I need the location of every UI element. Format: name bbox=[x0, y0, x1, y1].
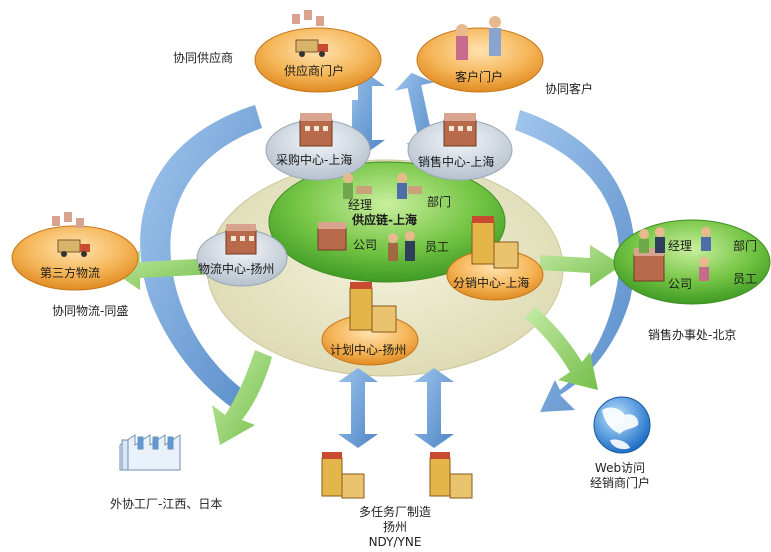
collab-customer-caption: 协同客户 bbox=[545, 82, 594, 96]
customer-portal-node bbox=[416, 27, 544, 93]
supply-chain-company: 公司 bbox=[353, 238, 378, 252]
arrow-to-sales-office bbox=[540, 245, 622, 287]
multi-task-factory-line1: 多任务厂制造 bbox=[358, 505, 431, 519]
building-icon bbox=[317, 222, 347, 251]
truck-icon bbox=[52, 212, 90, 257]
web-access-line2: 经销商门户 bbox=[589, 476, 650, 490]
supply-chain-hub bbox=[268, 161, 506, 283]
sales-office-company: 公司 bbox=[668, 277, 693, 291]
supply-chain-label: 供应链-上海 bbox=[352, 213, 417, 227]
third-party-logistics-node bbox=[11, 225, 139, 291]
tower-building-icon bbox=[321, 452, 365, 499]
building-icon bbox=[443, 113, 477, 147]
cycle-arrow-left bbox=[140, 105, 262, 410]
arrow-to-web bbox=[525, 307, 598, 390]
distribution-center-label: 分销中心-上海 bbox=[453, 276, 530, 290]
supplier-portal-node bbox=[254, 27, 382, 93]
sales-office-manager: 经理 bbox=[668, 239, 693, 253]
multi-task-factory-line2: 扬州 bbox=[382, 520, 407, 534]
sales-center-label: 销售中心-上海 bbox=[418, 155, 495, 169]
people-icon bbox=[388, 231, 415, 261]
tower-building-icon bbox=[471, 216, 519, 269]
customer-portal-label: 客户门户 bbox=[455, 70, 504, 84]
sales-office-staff: 员工 bbox=[733, 272, 758, 286]
factory-icon bbox=[119, 434, 181, 471]
supply-chain-manager: 经理 bbox=[348, 198, 373, 212]
supplier-portal-label: 供应商门户 bbox=[284, 64, 345, 78]
cycle-arrow-right bbox=[515, 110, 636, 412]
logistics-center-label: 物流中心-扬州 bbox=[198, 262, 275, 276]
truck-icon bbox=[292, 10, 328, 57]
sales-office-department: 部门 bbox=[733, 239, 758, 253]
planning-center-label: 计划中心-扬州 bbox=[330, 343, 407, 357]
building-icon bbox=[225, 224, 257, 255]
procurement-center-label: 采购中心-上海 bbox=[276, 153, 353, 167]
people-icon bbox=[397, 173, 422, 199]
multi-task-factory-caption: 多任务厂制造 扬州 NDY/YNE bbox=[350, 505, 440, 550]
sales-office-caption: 销售办事处-北京 bbox=[648, 328, 737, 342]
web-access-caption: Web访问 经销商门户 bbox=[560, 461, 680, 491]
arrow-factory-right bbox=[414, 368, 454, 448]
multi-task-factory-line3: NDY/YNE bbox=[368, 535, 422, 549]
people-icon bbox=[699, 227, 711, 281]
web-access-line1: Web访问 bbox=[594, 461, 646, 475]
outsourced-factory-caption: 外协工厂-江西、日本 bbox=[110, 497, 223, 511]
tower-building-icon bbox=[429, 452, 473, 499]
people-icon bbox=[639, 227, 665, 253]
sales-office-node bbox=[613, 219, 771, 305]
supply-chain-staff: 员工 bbox=[425, 240, 450, 254]
third-party-logistics-label: 第三方物流 bbox=[40, 266, 101, 280]
arrow-factory-left bbox=[338, 368, 378, 448]
collab-supplier-caption: 协同供应商 bbox=[173, 51, 234, 65]
people-icon bbox=[343, 173, 372, 199]
collab-logistics-caption: 协同物流-同盛 bbox=[52, 304, 129, 318]
tower-building-icon bbox=[349, 282, 397, 333]
arrow-customer-sales bbox=[394, 72, 446, 154]
people-icon bbox=[456, 16, 501, 60]
supply-chain-department: 部门 bbox=[427, 195, 452, 209]
arrow-to-outsourced bbox=[212, 350, 272, 445]
globe-icon bbox=[593, 396, 651, 454]
building-icon bbox=[299, 113, 333, 147]
